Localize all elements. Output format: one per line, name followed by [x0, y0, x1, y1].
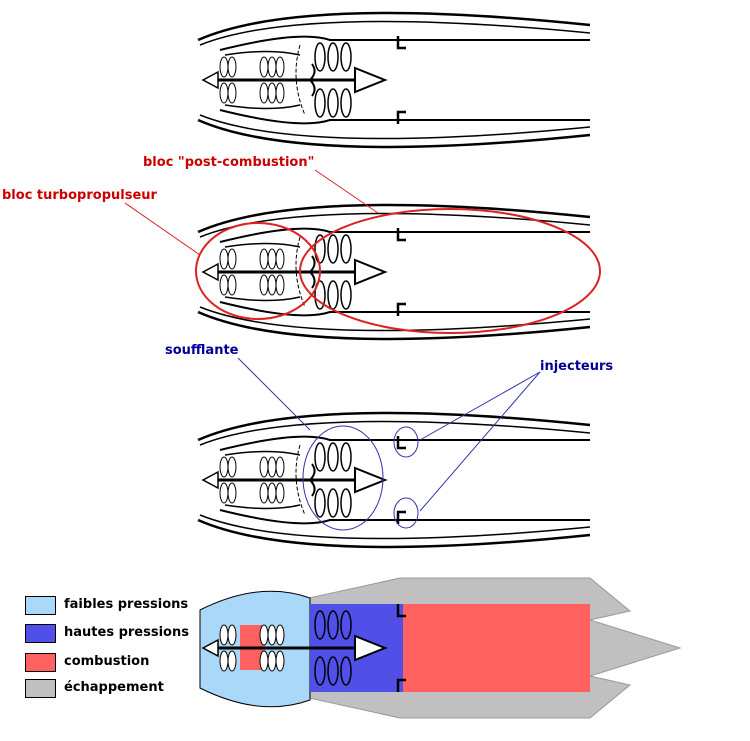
legend-label: hautes pressions — [64, 625, 189, 640]
soufflante-label: soufflante — [165, 343, 239, 358]
injecteurs-label: injecteurs — [540, 359, 614, 374]
engine-colored — [199, 577, 682, 719]
legend-label: échappement — [64, 680, 164, 695]
legend-label: faibles pressions — [64, 597, 189, 612]
injecteurs-leader-top — [419, 371, 541, 441]
legend-swatch-low-pressure — [25, 596, 56, 615]
injecteurs-leader-bottom — [419, 371, 541, 512]
post-combustion-circle — [299, 208, 601, 334]
legend-label: combustion — [64, 654, 150, 669]
injector-circle-bottom — [393, 497, 419, 529]
legend-swatch-high-pressure — [25, 624, 56, 643]
post-combustion-label: bloc "post-combustion" — [143, 155, 315, 170]
engine-parts — [196, 411, 592, 549]
turbopropulseur-leader — [124, 202, 201, 256]
combustion-zone — [403, 604, 590, 692]
turbopropulseur-circle — [195, 222, 321, 320]
legend-swatch-combustion — [25, 653, 56, 672]
injector-circle-top — [393, 426, 419, 458]
soufflante-leader — [237, 357, 311, 431]
post-combustion-leader — [314, 169, 379, 214]
soufflante-circle — [302, 425, 384, 531]
turbopropulseur-label: bloc turbopropulseur — [2, 188, 157, 203]
legend-swatch-exhaust — [25, 679, 56, 698]
engine-plain — [196, 11, 592, 149]
